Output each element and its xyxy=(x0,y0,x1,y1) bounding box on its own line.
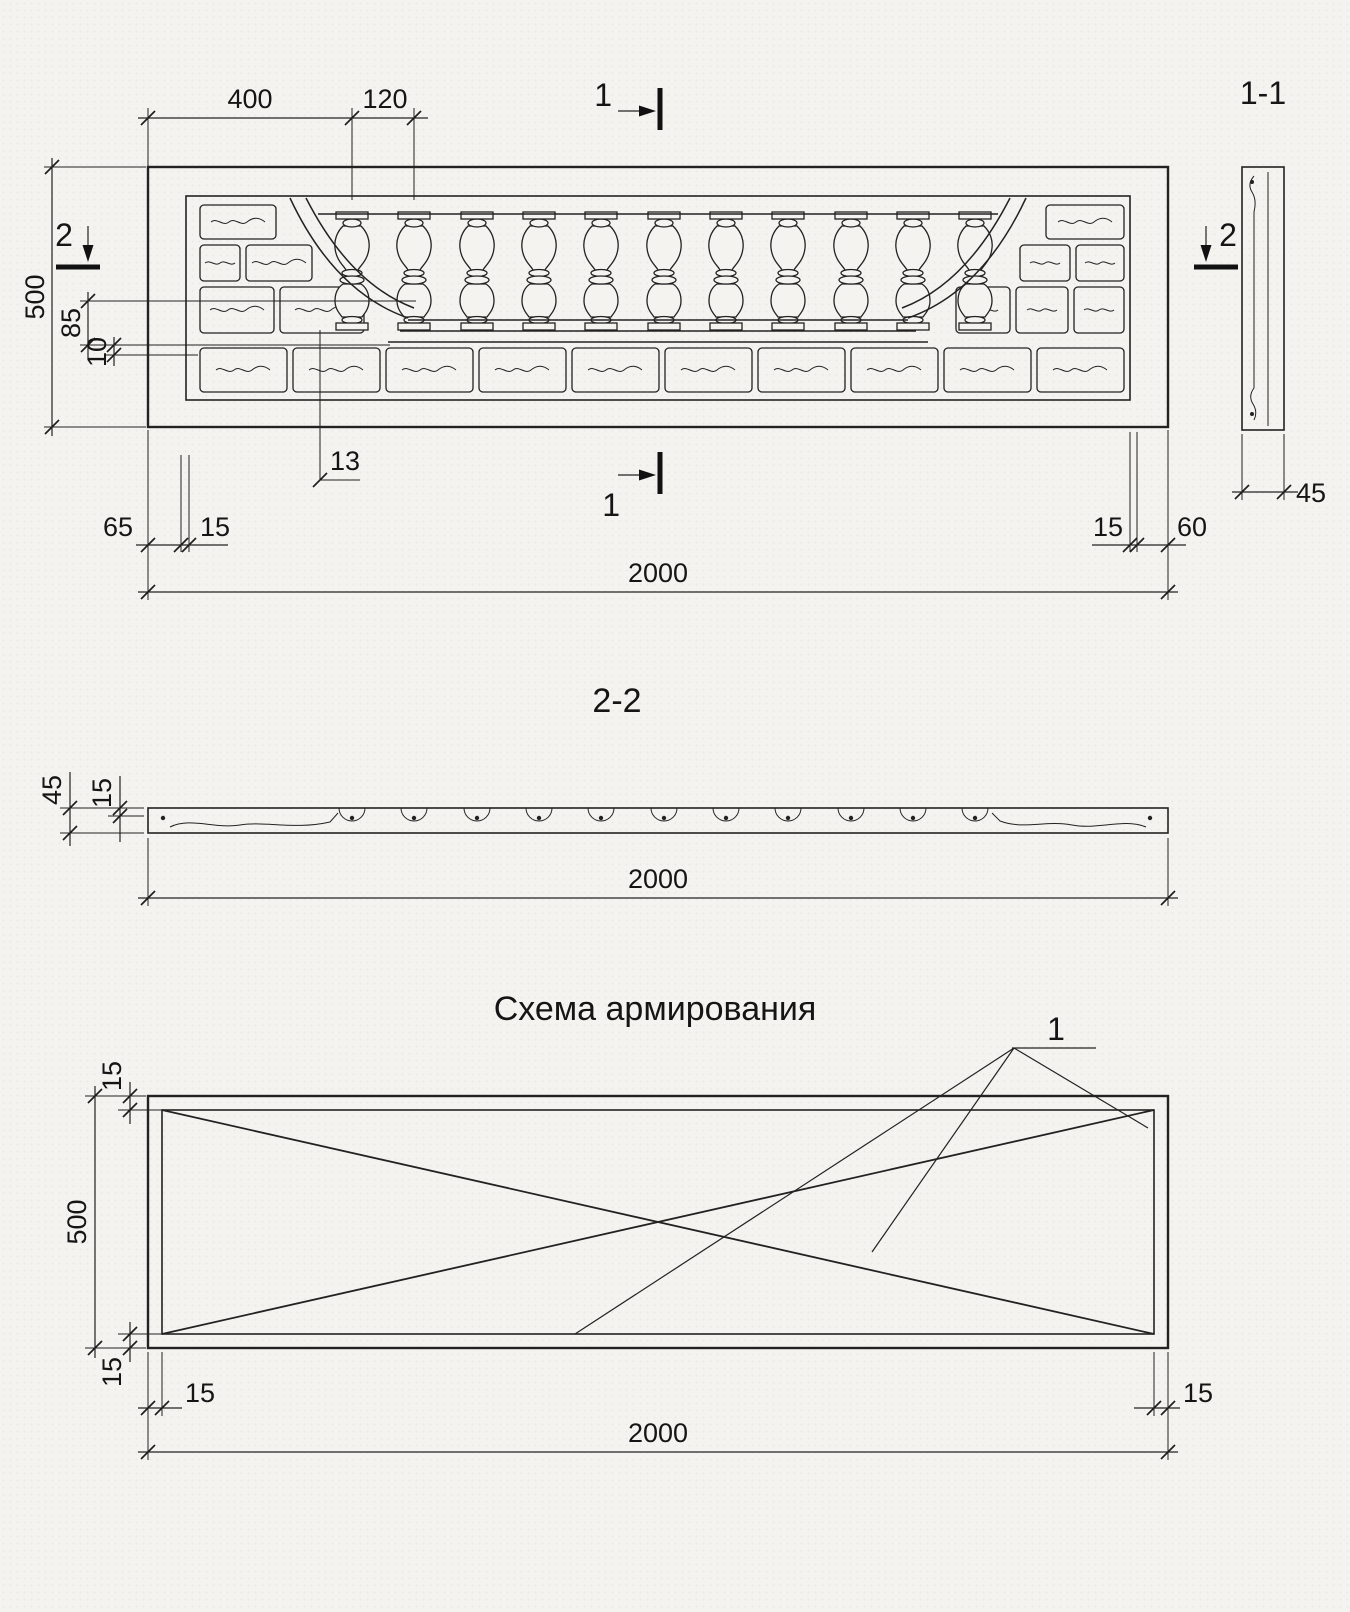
dim-500: 500 xyxy=(20,274,50,319)
stone-blocks xyxy=(199,204,1125,393)
dim-15-bottom: 15 xyxy=(97,1357,127,1387)
reinforcement-inner-rect xyxy=(161,1109,1155,1335)
section-2-2-view: 2-2 45 15 xyxy=(37,682,1178,906)
dim-2000-section22: 2000 xyxy=(628,864,688,894)
section-1-1-body xyxy=(1241,166,1285,431)
reinforcement-outer-rect xyxy=(146,1094,1170,1350)
dim-45-section22: 45 xyxy=(37,775,67,805)
dim-400: 400 xyxy=(227,84,272,114)
panel-outer-rect xyxy=(146,165,1170,429)
reinforcement-view: Схема армирования 1 15 500 15 15 xyxy=(62,990,1213,1460)
dim-15-top: 15 xyxy=(97,1061,127,1091)
section-mark-2-right: 2 xyxy=(1219,217,1237,253)
panel-outline xyxy=(146,165,1170,429)
dim-45-section11: 45 xyxy=(1296,478,1326,508)
callout-1: 1 xyxy=(1047,1011,1065,1047)
dim-2000-reinf: 2000 xyxy=(628,1418,688,1448)
elevation-view: 1 1 2 2 400 120 xyxy=(20,77,1238,600)
dim-15-right: 15 xyxy=(1093,512,1123,542)
section-marks: 1 1 2 2 xyxy=(55,77,1238,523)
dim-65: 65 xyxy=(103,512,133,542)
section-2-2-title: 2-2 xyxy=(592,682,641,720)
dim-15-section22: 15 xyxy=(87,778,117,808)
section-mark-2-left: 2 xyxy=(55,217,73,253)
rails xyxy=(289,197,1027,343)
section-2-2-strip xyxy=(147,807,1169,834)
rebar-diagonal-2 xyxy=(161,1109,1155,1335)
section-1-1-view: 1-1 45 xyxy=(1232,75,1326,508)
dim-2000-elevation: 2000 xyxy=(628,558,688,588)
dimensions-elevation: 400 120 500 85 10 13 xyxy=(20,84,1207,600)
dim-15-bottom-left: 15 xyxy=(185,1378,215,1408)
dim-15-bottom-right: 15 xyxy=(1183,1378,1213,1408)
dim-120: 120 xyxy=(362,84,407,114)
panel-inner-frame xyxy=(185,195,1131,401)
dim-85: 85 xyxy=(56,308,86,338)
baluster-cross-sections xyxy=(160,807,1153,828)
section-mark-1-top: 1 xyxy=(594,77,612,113)
dim-15-left: 15 xyxy=(200,512,230,542)
section-1-1-title: 1-1 xyxy=(1240,75,1286,111)
dim-13: 13 xyxy=(330,446,360,476)
reinforcement-title: Схема армирования xyxy=(494,990,817,1028)
balusters xyxy=(334,211,993,331)
dim-10: 10 xyxy=(82,337,112,367)
dim-60: 60 xyxy=(1177,512,1207,542)
section-mark-1-bottom: 1 xyxy=(602,487,620,523)
dim-500-reinf: 500 xyxy=(62,1199,92,1244)
